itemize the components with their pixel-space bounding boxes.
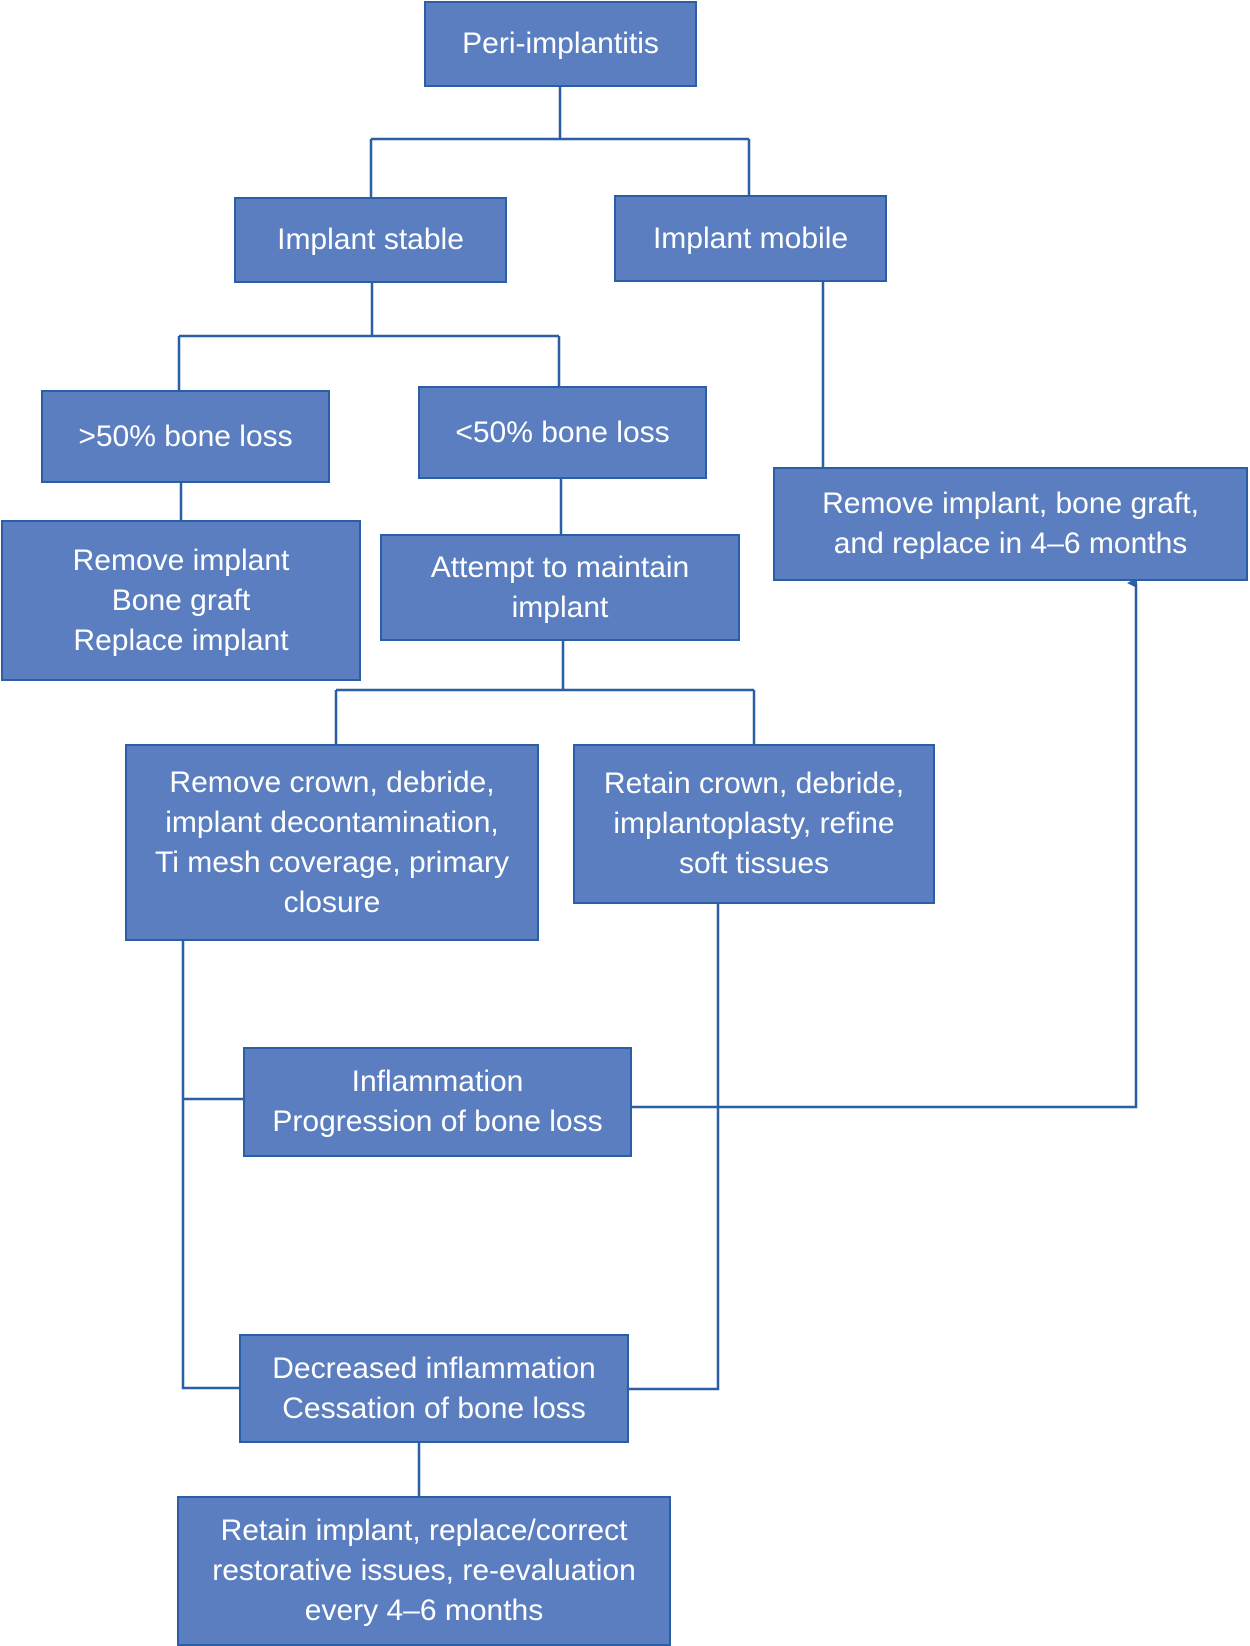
node-attempt-maintain: Attempt to maintain implant [380, 534, 740, 641]
node-lt50-bone-loss: <50% bone loss [418, 386, 707, 479]
node-retain-implant: Retain implant, replace/correct restorat… [177, 1496, 671, 1646]
node-decreased-inflammation: Decreased inflammation Cessation of bone… [239, 1334, 629, 1443]
node-retain-crown: Retain crown, debride, implantoplasty, r… [573, 744, 935, 904]
line-root-split [369, 87, 751, 197]
line-maintain-split [334, 641, 756, 744]
line-retain-crown-down [628, 904, 720, 1391]
node-peri-implantitis: Peri-implantitis [424, 1, 697, 87]
node-gt50-bone-loss: >50% bone loss [41, 390, 330, 483]
node-mobile-action: Remove implant, bone graft, and replace … [773, 467, 1248, 581]
line-stable-split [177, 282, 561, 390]
node-implant-mobile: Implant mobile [614, 195, 887, 282]
node-gt50-action: Remove implant Bone graft Replace implan… [1, 520, 361, 681]
line-remove-crown-down [181, 941, 243, 1390]
node-remove-crown: Remove crown, debride, implant decontami… [125, 744, 539, 941]
node-implant-stable: Implant stable [234, 197, 507, 283]
node-inflammation: Inflammation Progression of bone loss [243, 1047, 632, 1157]
line-inflammation-to-mobile [631, 578, 1138, 1109]
